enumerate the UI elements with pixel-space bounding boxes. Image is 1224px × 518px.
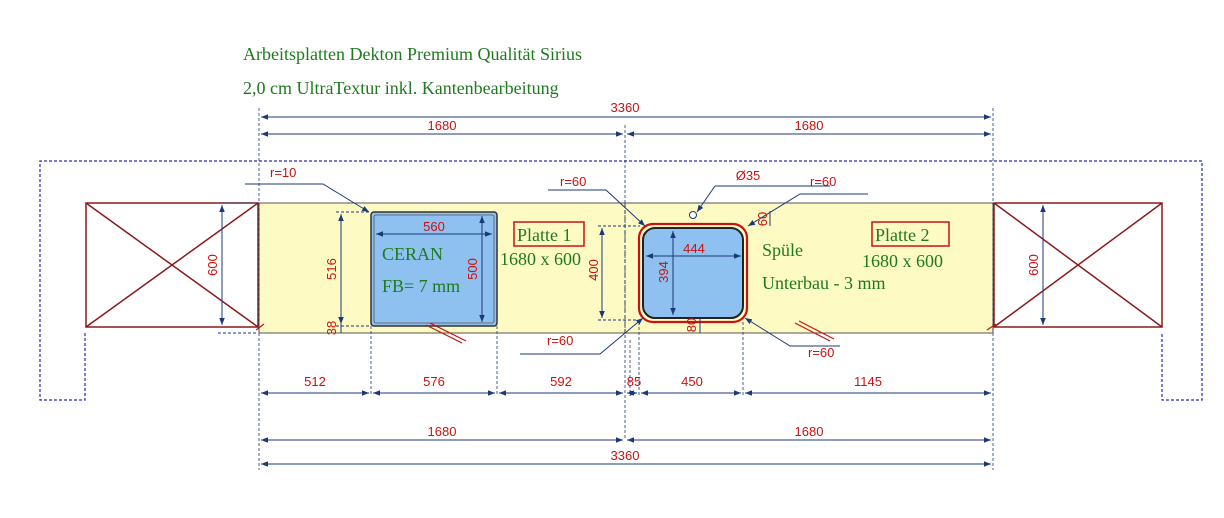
- dim-seg-3: 592: [550, 374, 572, 389]
- sink-label: Spüle: [762, 240, 803, 260]
- plate-marks: [255, 320, 997, 344]
- dim-top-right-label: 1680: [795, 118, 824, 133]
- dim-sink-height: 394: [656, 261, 671, 283]
- dim-bottom-right-label: 1680: [795, 424, 824, 439]
- plate-2-size: 1680 x 600: [862, 251, 943, 271]
- ceran-label: CERAN: [382, 244, 443, 264]
- plate-1-size: 1680 x 600: [500, 249, 581, 269]
- dim-sink-width: 444: [683, 241, 705, 256]
- dim-bottom-total-label: 3360: [611, 448, 640, 463]
- sink-radius-tr: r=60: [810, 174, 836, 189]
- dimension-lines: [218, 114, 1046, 467]
- tap-hole-label: Ø35: [736, 168, 761, 183]
- dim-top-left-label: 1680: [428, 118, 457, 133]
- sink-radius-bl: r=60: [547, 333, 573, 348]
- dim-ceran-front: 38: [324, 321, 339, 335]
- plate-1-name: Platte 1: [517, 225, 572, 245]
- ceran-fb-label: FB= 7 mm: [382, 276, 460, 296]
- dim-ceran-width: 560: [423, 219, 445, 234]
- dim-seg-5: 450: [681, 374, 703, 389]
- dim-right-depth: 600: [1026, 254, 1041, 276]
- sink-basin: [642, 227, 744, 319]
- right-cabinet: [993, 202, 1163, 328]
- tap-hole-icon: [689, 211, 697, 219]
- sink-cutout-outer: [637, 222, 749, 324]
- dim-top-total-label: 3360: [611, 100, 640, 115]
- plate-1-box: [513, 221, 585, 247]
- dim-sink-bottom-gap: 80: [684, 318, 699, 332]
- ceran-radius-label: r=10: [270, 165, 296, 180]
- dim-left-depth: 600: [205, 254, 220, 276]
- sink-radius-br: r=60: [808, 345, 834, 360]
- plate-2-name: Platte 2: [875, 225, 930, 245]
- dim-sink-top-gap: 60: [755, 212, 770, 226]
- dim-ceran-height: 500: [465, 258, 480, 280]
- title-line-1: Arbeitsplatten Dekton Premium Qualität S…: [243, 44, 582, 64]
- dim-seg-1: 512: [304, 374, 326, 389]
- dim-seg-2: 576: [423, 374, 445, 389]
- ceran-cutout: [370, 211, 498, 327]
- sink-mount-label: Unterbau - 3 mm: [762, 273, 885, 293]
- dim-seg-4: 85: [627, 374, 641, 389]
- title-line-2: 2,0 cm UltraTextur inkl. Kantenbearbeitu…: [243, 78, 559, 98]
- dim-sink-cut-height: 400: [586, 259, 601, 281]
- dim-seg-6: 1145: [854, 374, 882, 389]
- left-cabinet: [85, 202, 259, 328]
- dim-bottom-left-label: 1680: [428, 424, 457, 439]
- room-outline: [39, 160, 1203, 401]
- dim-ceran-offset: 516: [324, 258, 339, 280]
- extension-lines: [258, 108, 994, 470]
- leader-lines: [245, 183, 868, 355]
- sink-radius-tl: r=60: [560, 174, 586, 189]
- plate-2-box: [871, 221, 950, 247]
